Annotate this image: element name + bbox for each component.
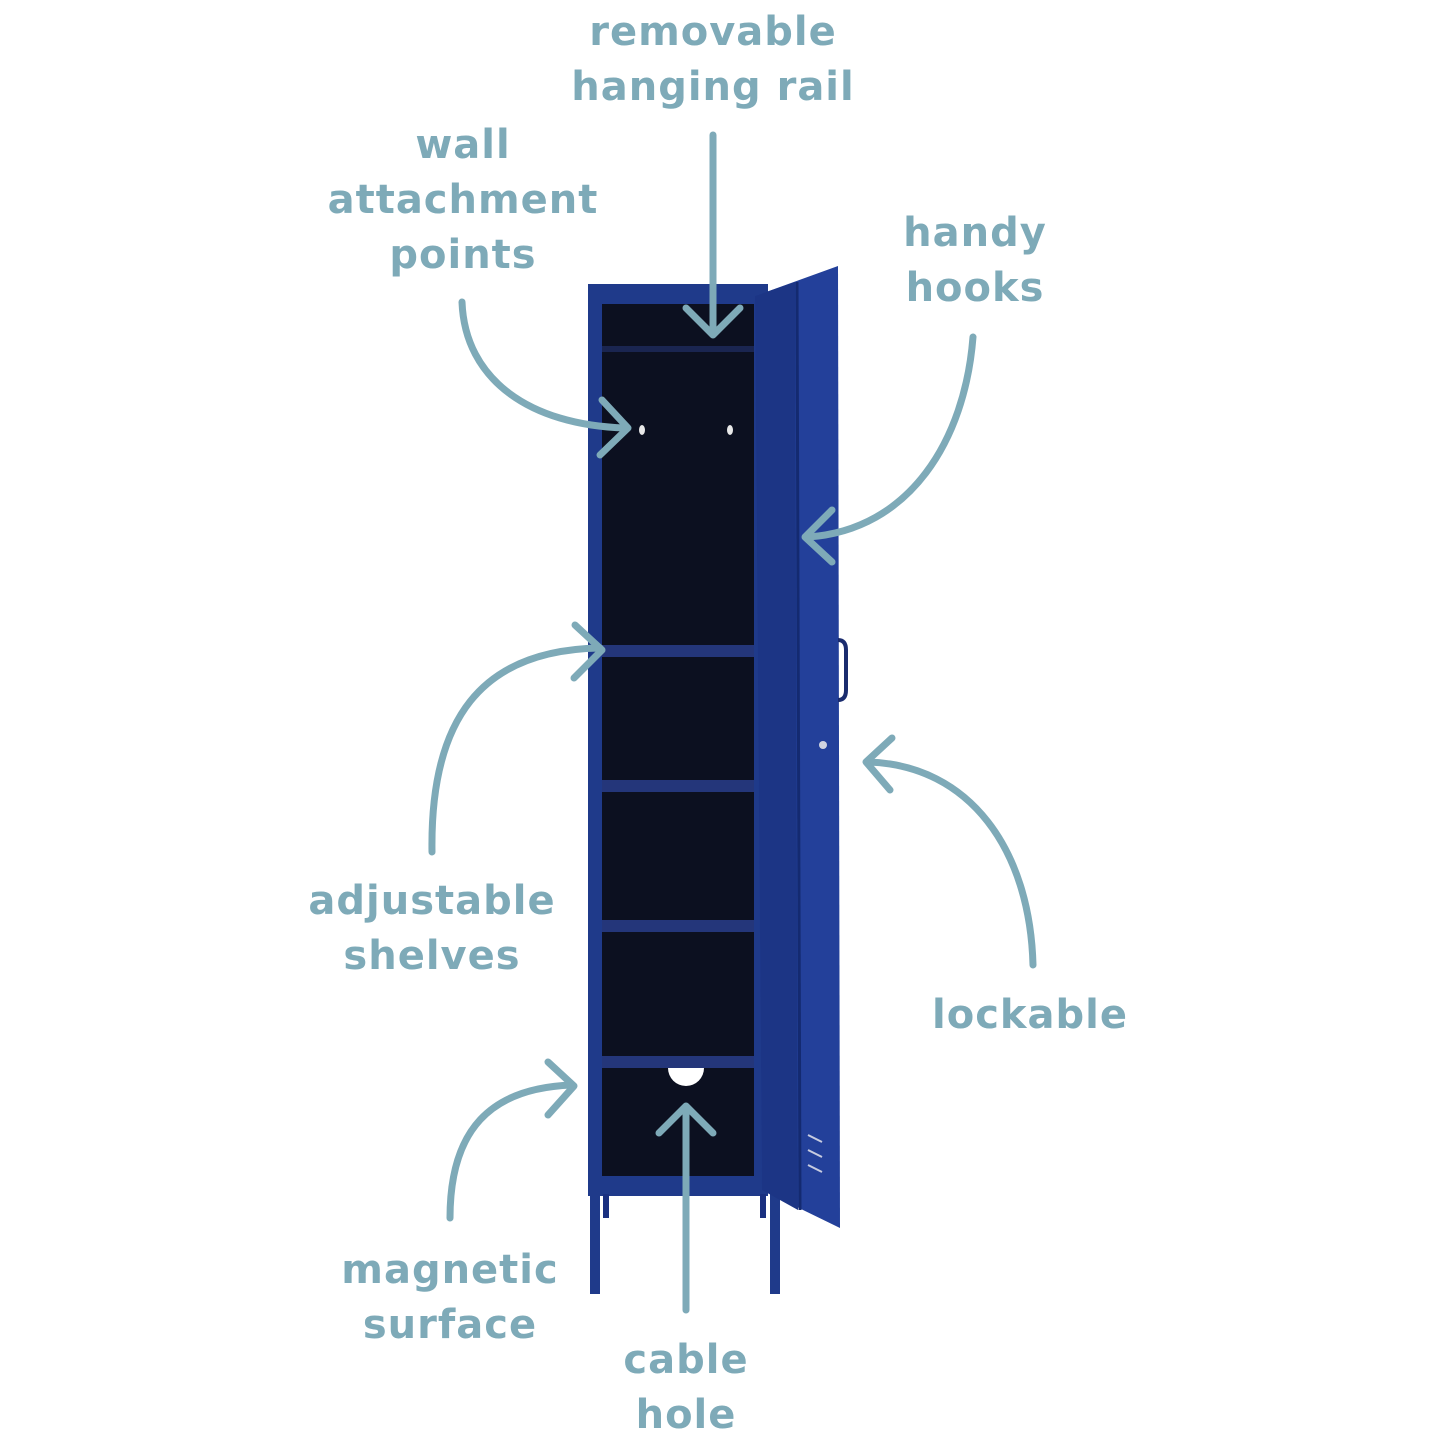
label-handy-hooks: handy hooks xyxy=(875,206,1075,316)
label-cable-hole: cable hole xyxy=(586,1333,786,1443)
label-adjustable-shelves: adjustable shelves xyxy=(292,874,572,984)
arrow-lockable xyxy=(862,734,1037,969)
keyhole xyxy=(639,425,645,435)
shelf xyxy=(602,645,754,657)
label-line: hole xyxy=(635,1392,737,1438)
arrow-hanging-rail xyxy=(682,131,744,339)
arrow-handy-hooks xyxy=(801,333,977,566)
cable-hole xyxy=(668,1068,704,1086)
label-line: surface xyxy=(362,1302,538,1348)
vent xyxy=(807,1149,823,1158)
leg xyxy=(590,1194,600,1294)
label-wall-attachment: wall attachment points xyxy=(313,118,613,283)
label-magnetic-surface: magnetic surface xyxy=(320,1243,580,1353)
vent xyxy=(807,1134,823,1143)
label-hanging-rail: removable hanging rail xyxy=(563,5,863,115)
arrow-cable-hole xyxy=(655,1102,717,1314)
leg xyxy=(603,1194,609,1218)
shelf xyxy=(602,1056,754,1068)
leg xyxy=(760,1194,766,1218)
label-line: handy xyxy=(903,210,1047,256)
door-inner-edge xyxy=(755,282,798,1210)
door-handle xyxy=(837,638,848,702)
label-line: attachment xyxy=(327,177,599,223)
keyhole xyxy=(727,425,733,435)
arrow-magnetic-surface xyxy=(446,1058,578,1222)
label-line: hooks xyxy=(905,265,1045,311)
label-line: magnetic xyxy=(341,1247,559,1293)
label-line: adjustable xyxy=(308,878,556,924)
arrow-adjustable-shelves xyxy=(428,621,606,856)
label-line: removable xyxy=(589,9,837,55)
hanging-rail xyxy=(602,346,754,352)
label-line: hanging rail xyxy=(571,64,855,110)
arrow-wall-attachment xyxy=(458,298,632,459)
leg xyxy=(770,1194,780,1294)
shelf xyxy=(602,920,754,932)
vent xyxy=(807,1164,823,1173)
label-line: points xyxy=(389,232,537,278)
label-line: shelves xyxy=(343,933,521,979)
label-line: lockable xyxy=(932,992,1128,1038)
label-line: cable xyxy=(623,1337,749,1383)
shelf xyxy=(602,780,754,792)
door-edge-line xyxy=(795,281,802,1211)
label-line: wall xyxy=(415,122,511,168)
locker-base xyxy=(588,1176,768,1194)
label-lockable: lockable xyxy=(920,988,1140,1043)
lock-icon xyxy=(819,741,827,749)
locker-interior xyxy=(602,304,754,1176)
